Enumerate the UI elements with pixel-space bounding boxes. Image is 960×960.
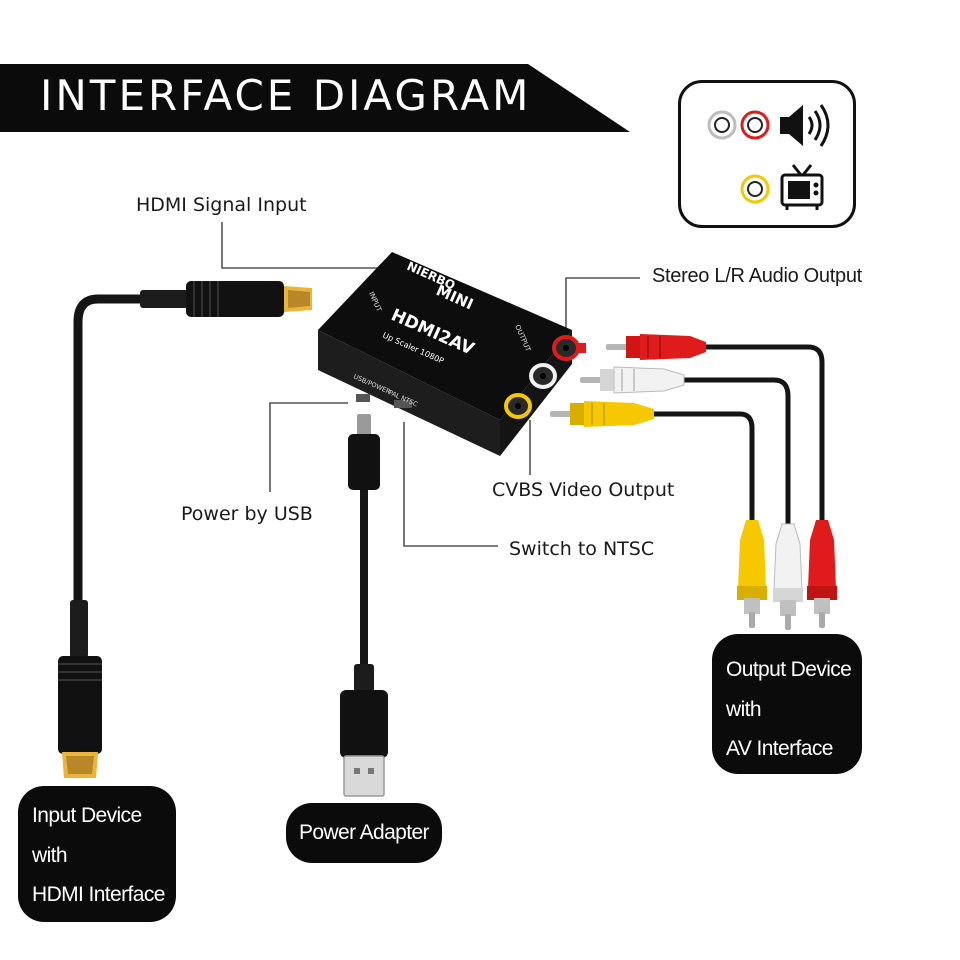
hdmi-top-strain — [140, 290, 188, 308]
adapter-red-jack — [552, 335, 586, 361]
label-switch-to-ntsc: Switch to NTSC — [509, 538, 655, 560]
adapter-usb-port — [356, 394, 370, 402]
micro-usb-tip — [357, 414, 371, 436]
hdmi-top-body — [186, 281, 284, 317]
legend-red-jack — [740, 110, 770, 140]
power-adapter-label: Power Adapter — [299, 821, 430, 844]
rca-red-plug-left — [606, 334, 706, 360]
leader-lines — [221, 222, 640, 547]
rca-white-plug-left — [580, 366, 685, 394]
micro-usb-body — [348, 434, 380, 490]
legend-icons — [707, 104, 830, 210]
usb-a-body — [340, 690, 388, 758]
legend-white-jack — [707, 110, 737, 140]
adapter-pal-ntsc-switch — [394, 400, 412, 408]
power-adapter-box: Power Adapter — [286, 803, 442, 863]
label-hdmi-signal-input: HDMI Signal Input — [136, 194, 307, 216]
rca-white-wire — [684, 377, 791, 526]
output-device-line-2: with — [726, 698, 762, 721]
leader-hdmi-input — [221, 222, 378, 269]
hdmi2av-adapter: NIERBO MINI HDMI2AV Up Scaler 1080P INPU… — [318, 252, 586, 456]
usb-cable — [340, 414, 388, 797]
legend-yellow-jack — [740, 174, 770, 204]
adapter-top-face — [318, 252, 572, 420]
output-device-box: Output Device with AV Interface — [712, 634, 862, 774]
adapter-front-face — [318, 330, 500, 456]
hdmi-cable-wire — [73, 294, 140, 600]
adapter-side-face — [500, 330, 572, 456]
usb-a-plug — [343, 755, 385, 797]
hdmi-bottom-strain — [70, 600, 88, 658]
output-device-line-3: AV Interface — [726, 737, 833, 760]
legend-box — [678, 80, 856, 228]
label-power-by-usb: Power by USB — [181, 503, 313, 525]
rca-yellow-plug-bottom — [737, 520, 767, 628]
leader-switch-ntsc — [403, 422, 498, 547]
label-stereo-audio-output: Stereo L/R Audio Output — [652, 265, 862, 287]
leader-audio-output — [565, 277, 640, 330]
hdmi-bottom-body — [58, 656, 102, 754]
speaker-icon — [780, 104, 830, 147]
adapter-yellow-jack — [504, 393, 532, 419]
rca-red-plug-bottom — [807, 520, 837, 628]
adapter-white-jack — [529, 363, 557, 389]
rca-cables — [550, 334, 837, 630]
leader-power-usb — [269, 402, 348, 492]
hdmi-cable — [58, 281, 312, 778]
header-title: INTERFACE DIAGRAM — [40, 71, 532, 120]
rca-red-wire — [706, 344, 825, 522]
tv-icon — [780, 164, 824, 210]
input-device-box: Input Device with HDMI Interface — [18, 786, 176, 922]
input-device-line-3: HDMI Interface — [32, 883, 165, 906]
usb-a-strain — [354, 664, 374, 694]
rca-white-plug-bottom — [773, 523, 803, 630]
input-device-line-1: Input Device — [32, 804, 142, 827]
label-cvbs-video-output: CVBS Video Output — [492, 479, 675, 501]
input-device-line-2: with — [32, 844, 68, 867]
output-device-line-1: Output Device — [726, 658, 852, 681]
header-banner — [0, 64, 630, 132]
rca-yellow-wire — [654, 411, 755, 522]
rca-yellow-plug-left — [550, 401, 654, 427]
